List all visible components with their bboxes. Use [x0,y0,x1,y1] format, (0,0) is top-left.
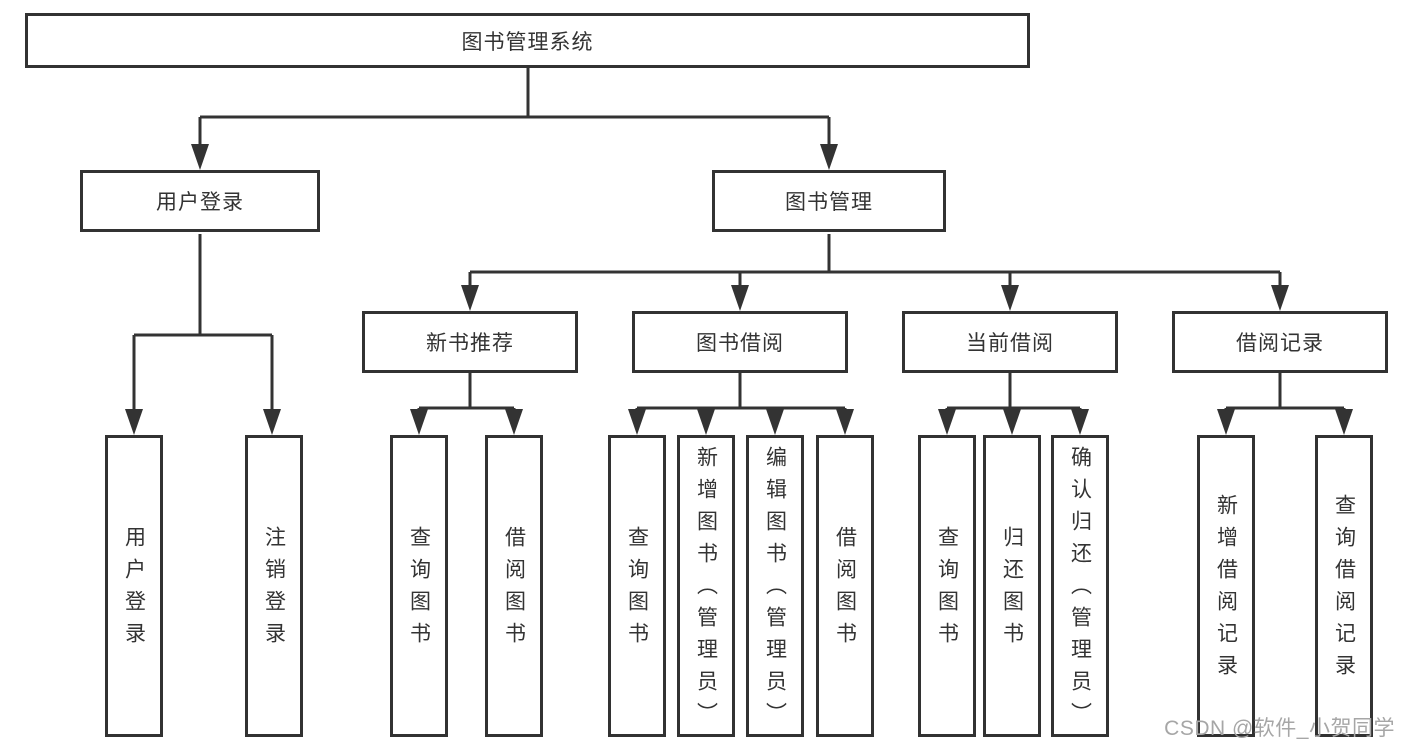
node-book-management-module: 图书管理 [712,170,946,232]
leaf-query-books-current: 查询图书 [918,435,976,737]
csdn-watermark: CSDN @软件_小贺同学 [1164,717,1395,740]
leaf-user-login: 用户登录 [105,435,163,737]
leaf-query-books-recommend: 查询图书 [390,435,448,737]
leaf-logout: 注销登录 [245,435,303,737]
arrowheads [125,144,1353,435]
node-borrow-records: 借阅记录 [1172,311,1388,373]
node-current-borrow: 当前借阅 [902,311,1118,373]
leaf-edit-books-admin: 编辑图书（管理员） [746,435,804,737]
leaf-query-borrow-record: 查询借阅记录 [1315,435,1373,737]
node-root-system: 图书管理系统 [25,13,1030,68]
leaf-add-borrow-record: 新增借阅记录 [1197,435,1255,737]
leaf-query-books-borrow: 查询图书 [608,435,666,737]
leaf-confirm-return-admin: 确认归还（管理员） [1051,435,1109,737]
leaf-return-books: 归还图书 [983,435,1041,737]
node-user-login-module: 用户登录 [80,170,320,232]
leaf-borrow-books-recommend: 借阅图书 [485,435,543,737]
leaf-add-books-admin: 新增图书（管理员） [677,435,735,737]
leaf-borrow-books: 借阅图书 [816,435,874,737]
node-book-borrow: 图书借阅 [632,311,848,373]
node-new-book-recommend: 新书推荐 [362,311,578,373]
